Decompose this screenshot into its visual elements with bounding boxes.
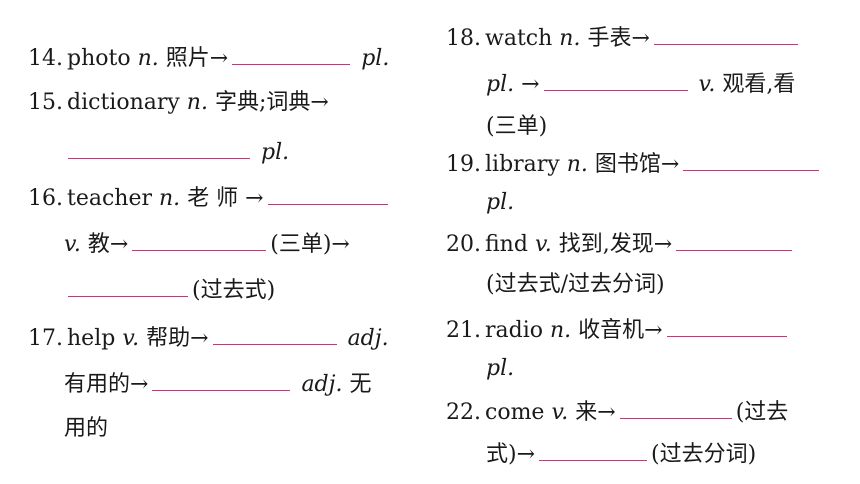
item-16-line2: v. 教→(三单)→ <box>64 228 350 260</box>
item-16-line3: (过去式) <box>64 274 275 306</box>
item-16: 16.teacher n. 老 师 → <box>28 182 392 214</box>
item-21: 21.radio n. 收音机→ <box>446 314 791 346</box>
answer-blank[interactable] <box>619 396 732 419</box>
answer-blank[interactable] <box>676 228 793 251</box>
answer-blank[interactable] <box>132 228 267 251</box>
answer-blank[interactable] <box>539 438 648 461</box>
item-20-line2: (过去式/过去分词) <box>486 272 665 297</box>
item-19-line2: pl. <box>486 190 515 215</box>
item-22: 22.come v. 来→(过去 <box>446 396 788 428</box>
item-17-line3: 用的 <box>64 416 109 441</box>
answer-blank[interactable] <box>543 68 688 91</box>
answer-blank[interactable] <box>653 22 798 45</box>
item-17: 17.help v. 帮助→ adj. <box>28 322 389 354</box>
answer-blank[interactable] <box>212 322 337 345</box>
answer-blank[interactable] <box>666 314 787 337</box>
item-15: 15.dictionary n. 字典;词典→ <box>28 90 329 115</box>
item-19: 19.library n. 图书馆→ <box>446 148 823 180</box>
item-15-line2: pl. <box>64 136 289 168</box>
item-22-line2: 式)→(过去分词) <box>486 438 756 470</box>
item-20: 20.find v. 找到,发现→ <box>446 228 796 260</box>
item-17-line2: 有用的→ adj. 无 <box>64 368 371 400</box>
item-21-line2: pl. <box>486 356 515 381</box>
answer-blank[interactable] <box>152 368 291 391</box>
answer-blank[interactable] <box>68 274 188 297</box>
answer-blank[interactable] <box>68 136 250 159</box>
item-14: 14.photo n. 照片→ pl. <box>28 42 389 74</box>
answer-blank[interactable] <box>267 182 388 205</box>
item-18-line3: (三单) <box>486 114 548 139</box>
item-18: 18.watch n. 手表→ <box>446 22 802 54</box>
answer-blank[interactable] <box>683 148 820 171</box>
answer-blank[interactable] <box>232 42 351 65</box>
item-18-line2: pl. → v. 观看,看 <box>486 68 795 100</box>
